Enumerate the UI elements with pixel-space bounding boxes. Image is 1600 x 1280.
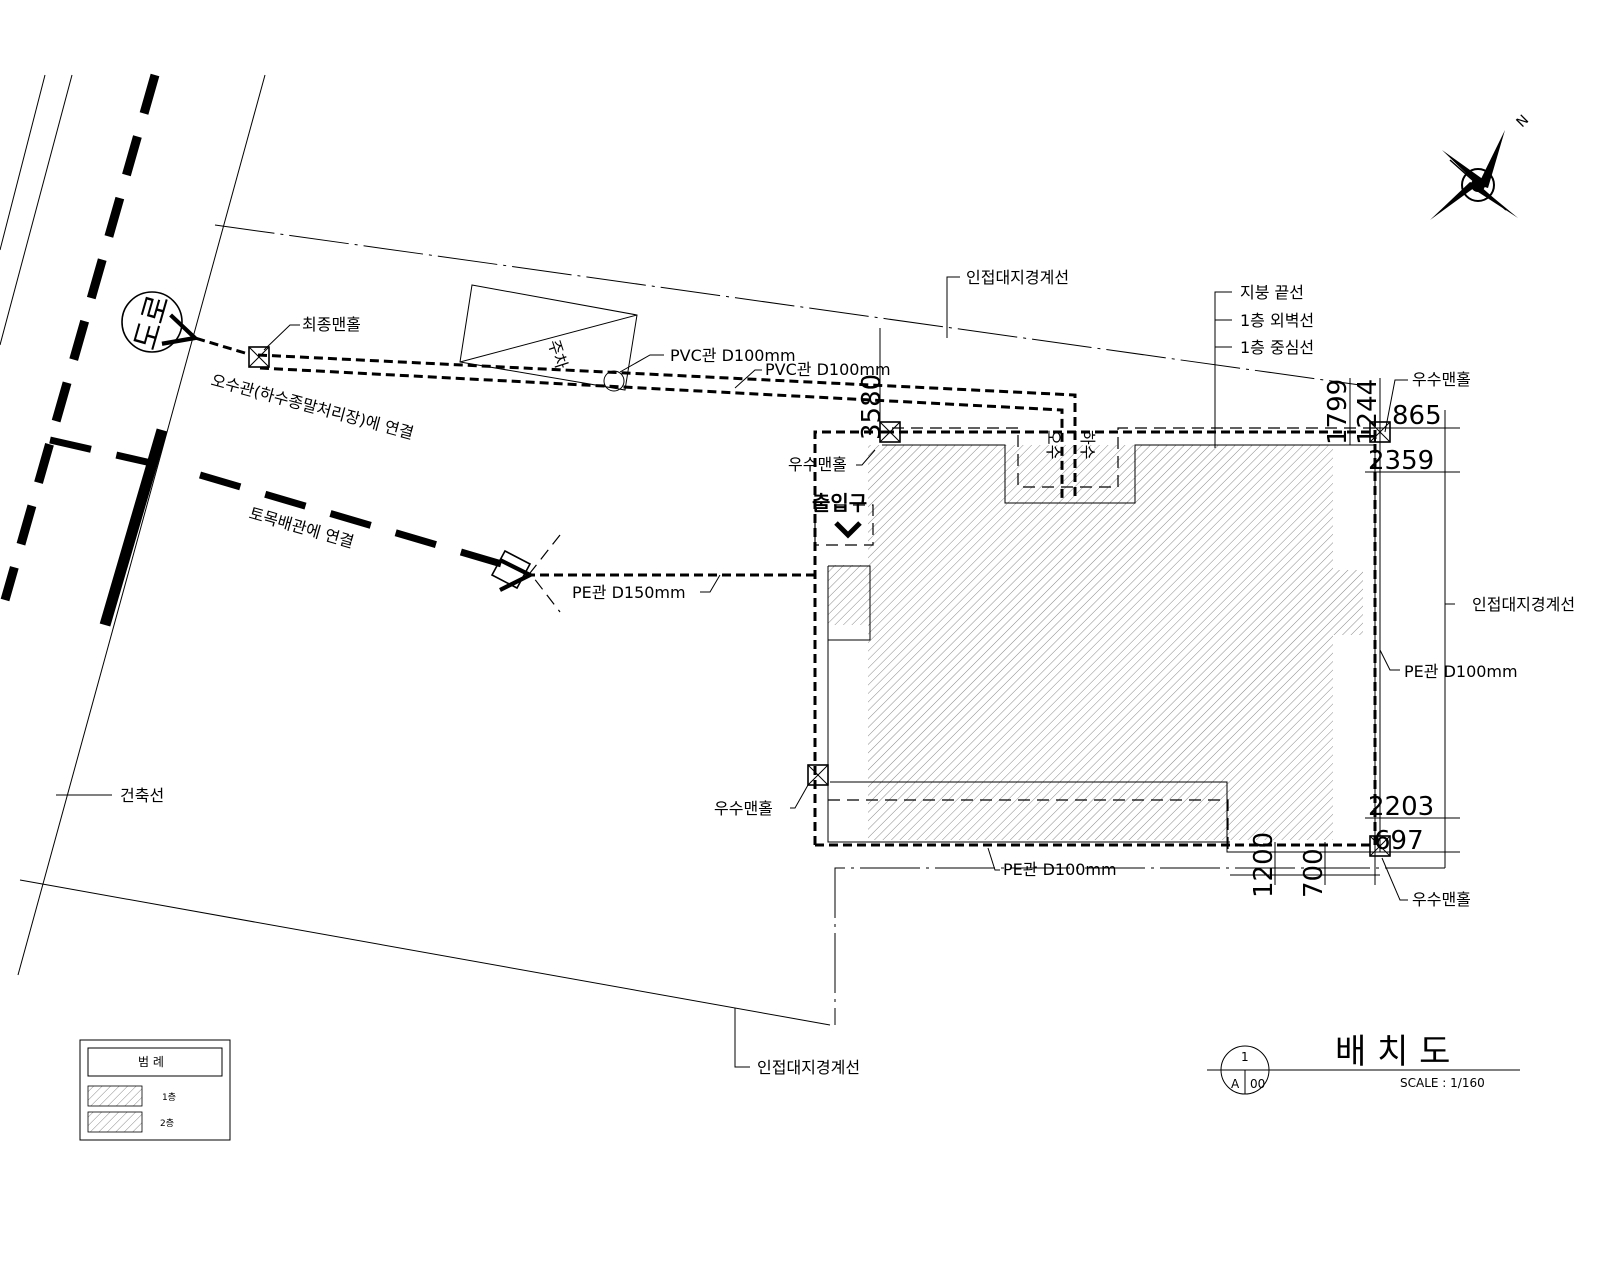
pe100-label-bottom: PE관 D100mm xyxy=(1003,860,1117,879)
entrance-label: 출입구 xyxy=(812,491,867,515)
sewer-connect-label: 오수관(하수종말처리장)에 연결 xyxy=(209,371,416,443)
title-block xyxy=(1207,1045,1520,1095)
legend-item-1: 1층 xyxy=(162,1092,176,1103)
manhole-icon xyxy=(1369,835,1391,857)
legend xyxy=(79,1039,231,1141)
north-arrow-icon: N xyxy=(1430,112,1532,220)
parking-space xyxy=(459,284,638,391)
rain-manhole-label-tr: 우수맨홀 xyxy=(1412,370,1471,389)
road-symbol-label: 도로 xyxy=(128,291,177,354)
legend-item-2: 2층 xyxy=(160,1118,174,1129)
legend-header: 범 례 xyxy=(138,1055,164,1069)
manhole-icon xyxy=(248,346,270,368)
wastewater-label: 하수 xyxy=(1078,430,1097,459)
roof-edge-label: 지붕 끝선 xyxy=(1240,283,1304,302)
adjacent-boundary-bottom: 인접대지경계선 xyxy=(757,1058,860,1077)
manhole-icon xyxy=(807,764,829,786)
sewer-pipes xyxy=(195,338,1377,847)
dim-2359: 2359 xyxy=(1368,446,1434,476)
title-num-left: A xyxy=(1231,1077,1240,1091)
culvert-line xyxy=(49,428,506,627)
dim-1799: 1799 xyxy=(1323,379,1353,445)
wall-line-label: 1층 외벽선 xyxy=(1240,311,1314,330)
cleanout-icon xyxy=(603,370,625,392)
dim-3580: 3580 xyxy=(857,374,887,440)
drawing-scale: SCALE : 1/160 xyxy=(1400,1076,1485,1090)
title-num-right: 00 xyxy=(1250,1077,1265,1091)
adjacent-boundary-right: 인접대지경계선 xyxy=(1472,595,1575,614)
dim-697: 697 xyxy=(1374,826,1424,856)
building-line-label: 건축선 xyxy=(120,786,164,805)
parking-label: 주차 xyxy=(544,337,571,371)
culvert-connect-label: 토목배관에 연결 xyxy=(247,504,356,552)
road-symbol xyxy=(121,291,183,353)
dim-865: 865 xyxy=(1392,401,1442,431)
entrance-arrow-icon xyxy=(834,521,862,539)
final-manhole-label: 최종맨홀 xyxy=(302,315,361,334)
rain-manhole-label-left: 우수맨홀 xyxy=(714,799,773,818)
rain-manhole-label-br: 우수맨홀 xyxy=(1412,890,1471,909)
culvert-box xyxy=(490,549,532,590)
entrance-box xyxy=(814,504,874,546)
center-line-label: 1층 중심선 xyxy=(1240,338,1314,357)
drawing-title: 배 치 도 xyxy=(1335,1032,1450,1072)
rain-manhole-label-tl: 우수맨홀 xyxy=(788,455,847,474)
building-footprint xyxy=(827,427,1381,853)
pvc-pipe-label-1: PVC관 D100mm xyxy=(670,346,796,365)
pvc-pipe-label-2: PVC관 D100mm xyxy=(765,360,891,379)
svg-text:N: N xyxy=(1514,112,1533,131)
title-num-top: 1 xyxy=(1241,1050,1249,1064)
dim-2203: 2203 xyxy=(1368,792,1434,822)
pe150-label: PE관 D150mm xyxy=(572,583,686,602)
culvert-fan xyxy=(529,534,561,613)
pe100-label-right: PE관 D100mm xyxy=(1404,662,1518,681)
sewage-label: 오수 xyxy=(1044,430,1063,459)
dimension-lines xyxy=(879,328,1460,885)
dim-1200: 1200 xyxy=(1249,832,1279,898)
adjacent-boundary-top: 인접대지경계선 xyxy=(966,268,1069,287)
road xyxy=(0,73,831,1026)
dim-700: 700 xyxy=(1299,848,1329,898)
dim-1244: 1244 xyxy=(1353,379,1383,445)
